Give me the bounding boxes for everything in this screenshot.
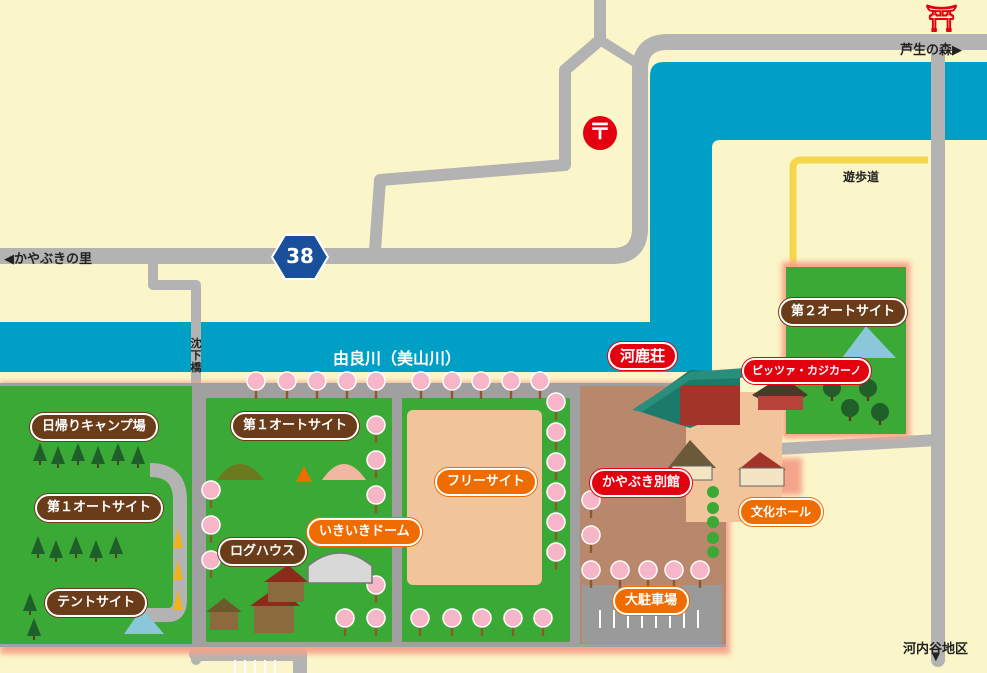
direction-east-label: 芦生の森 (900, 43, 953, 58)
log-house-label[interactable]: ログハウス (218, 538, 308, 566)
auto-site-1-label[interactable]: 第１オートサイト (231, 412, 360, 440)
parking-label[interactable]: 大駐車場 (613, 587, 690, 615)
bridge-label: 沈下橋 (190, 337, 202, 374)
route-number: 38 (286, 244, 314, 268)
route-badge-shape (270, 234, 330, 280)
direction-west: ◀かやぶきの里 (4, 248, 92, 267)
post-office-icon: 〒 (588, 120, 611, 145)
karoku-so-label[interactable]: 河鹿荘 (608, 342, 678, 370)
direction-south-label: 河内谷地区 (903, 642, 969, 657)
direction-west-label: かやぶきの里 (14, 252, 93, 267)
ikiiki-dome-building (307, 552, 373, 584)
left-arrow-icon: ◀ (4, 252, 14, 267)
auto-site-1-left-label[interactable]: 第１オートサイト (35, 494, 164, 522)
tents (124, 326, 896, 634)
promenade-path (789, 156, 928, 268)
free-site-area (407, 410, 542, 585)
direction-east: 芦生の森▶ (900, 39, 962, 58)
pizza-label[interactable]: ピッツァ・カジカーノ (742, 358, 872, 384)
post-office-marker (583, 116, 617, 150)
bunka-hall-label[interactable]: 文化ホール (739, 498, 824, 526)
right-arrow-icon: ▶ (952, 43, 963, 58)
day-camp-label[interactable]: 日帰りキャンプ場 (30, 413, 158, 441)
auto-site-2-label[interactable]: 第２オートサイト (779, 298, 908, 326)
down-arrow-icon: ▼ (932, 652, 940, 663)
karoku-so-building (632, 368, 745, 428)
log-houses (206, 565, 308, 633)
ikiiki-dome-label[interactable]: いきいきドーム (307, 518, 422, 546)
free-site-label[interactable]: フリーサイト (435, 468, 537, 496)
river-label: 由良川（美山川） (333, 349, 462, 368)
river (0, 62, 987, 372)
trees (23, 443, 183, 640)
promenade-label: 遊歩道 (843, 170, 880, 184)
tent-site-label[interactable]: テントサイト (45, 589, 148, 617)
shrine-icon: ⛩ (925, 4, 959, 34)
kayabuki-bekkan-label[interactable]: かやぶき別館 (590, 469, 693, 497)
